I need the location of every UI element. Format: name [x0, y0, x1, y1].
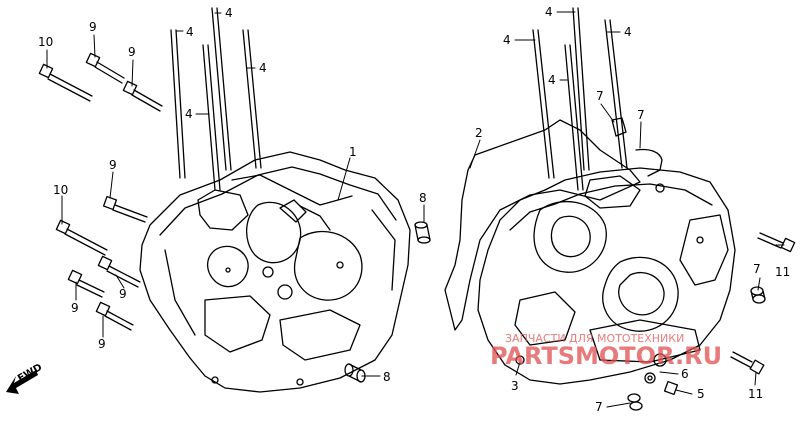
label-part-4: 4: [545, 5, 553, 19]
label-part-9: 9: [128, 45, 136, 59]
label-part-4: 4: [624, 25, 632, 39]
part-labels: 4 4 4 4 1 9 9 10 9 10 9 9 9 8 8 2 4 4 4 …: [38, 5, 790, 414]
right-crankcase: [477, 117, 736, 385]
label-part-9: 9: [98, 337, 106, 351]
label-part-10: 10: [53, 183, 68, 197]
label-part-3: 3: [511, 379, 519, 393]
label-part-1: 1: [349, 145, 357, 159]
label-part-8: 8: [383, 370, 391, 384]
label-part-9: 9: [89, 20, 97, 34]
label-part-4: 4: [185, 107, 193, 121]
label-part-6: 6: [681, 367, 689, 381]
watermark-line1: ЗАПЧАСТИ ДЛЯ МОТОТЕХНИКИ: [505, 332, 684, 345]
label-part-11: 11: [748, 387, 763, 401]
leader-lines: [46, 11, 785, 408]
watermark-line2: PARTSMOTOR.RU: [490, 342, 722, 370]
label-part-10: 10: [38, 35, 53, 49]
watermark: ЗАПЧАСТИ ДЛЯ МОТОТЕХНИКИ PARTSMOTOR.RU: [490, 332, 722, 370]
left-bolts: [38, 52, 163, 331]
label-part-7: 7: [753, 262, 761, 276]
label-part-11: 11: [775, 265, 790, 279]
label-part-7: 7: [596, 89, 604, 103]
fwd-arrow: FWD: [6, 362, 44, 394]
label-part-9: 9: [109, 158, 117, 172]
label-part-9: 9: [71, 301, 79, 315]
right-small-parts: [627, 232, 796, 411]
label-part-9: 9: [119, 287, 127, 301]
dowel-pins: [344, 221, 431, 383]
label-part-8: 8: [419, 191, 427, 205]
label-part-4: 4: [186, 25, 194, 39]
right-studs: [532, 7, 628, 191]
left-studs: [170, 7, 262, 191]
fwd-label: FWD: [16, 362, 44, 385]
gasket: [444, 119, 641, 331]
label-part-2: 2: [475, 126, 483, 140]
label-part-4: 4: [259, 61, 267, 75]
label-part-4: 4: [548, 73, 556, 87]
label-part-7: 7: [637, 108, 645, 122]
label-part-4: 4: [225, 6, 233, 20]
label-part-5: 5: [697, 387, 705, 401]
label-part-4: 4: [503, 33, 511, 47]
label-part-7: 7: [595, 400, 603, 414]
left-crankcase: [139, 151, 411, 393]
